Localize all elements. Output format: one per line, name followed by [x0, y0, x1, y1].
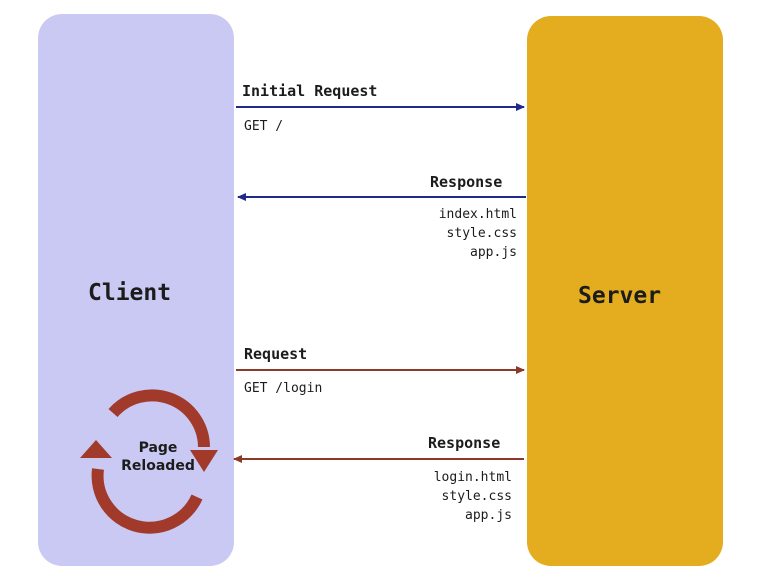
page-reloaded-line1: Page: [138, 440, 178, 456]
login-response-file: login.html: [433, 470, 512, 485]
page-reloaded-label: Page Reloaded: [108, 439, 208, 475]
initial-response-file: index.html: [438, 207, 517, 222]
login-response-file: style.css: [441, 489, 512, 504]
login-response-file: app.js: [465, 508, 512, 523]
page-reloaded-line2: Reloaded: [121, 458, 195, 474]
client-box: [38, 14, 234, 566]
login-response-label: Response: [428, 434, 501, 452]
initial-request-label: Initial Request: [242, 82, 378, 100]
reload-icon: [91, 389, 210, 534]
initial-request-detail: GET /: [244, 119, 284, 134]
initial-response-file: app.js: [470, 245, 517, 260]
initial-response-file: style.css: [446, 226, 517, 241]
login-request-label: Request: [244, 345, 308, 363]
server-box: [527, 16, 723, 566]
login-request-detail: GET /login: [244, 381, 323, 396]
client-title: Client: [88, 280, 172, 306]
server-title: Server: [578, 283, 662, 309]
initial-response-label: Response: [430, 173, 503, 191]
